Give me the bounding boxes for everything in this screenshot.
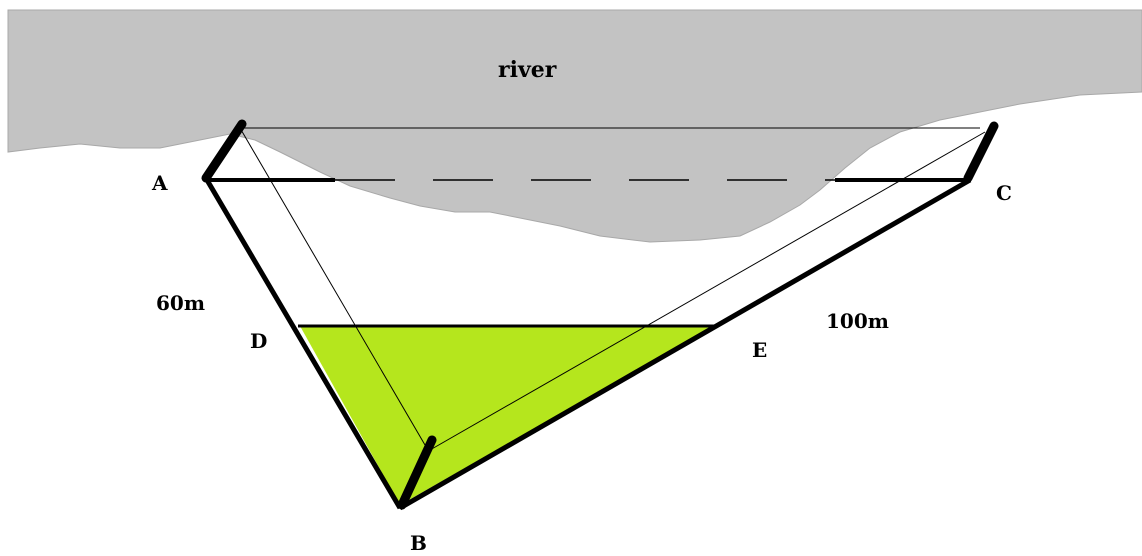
- line-right-diagonal: [429, 131, 986, 451]
- side-ab: [204, 178, 403, 510]
- side-bc: [398, 177, 972, 511]
- ab-length-label: 60m: [156, 291, 205, 315]
- point-e-label: E: [752, 338, 767, 362]
- bc-length-label: 100m: [826, 309, 889, 333]
- shaded-triangle-dbe: [300, 326, 714, 505]
- point-a-label: A: [151, 171, 168, 195]
- stake-c: [963, 121, 999, 183]
- point-b-label: B: [410, 531, 427, 555]
- point-d-label: D: [250, 329, 267, 353]
- river-shape: [7, 9, 1142, 243]
- point-c-label: C: [996, 181, 1012, 205]
- river-label: river: [498, 57, 557, 83]
- stake-b: [397, 435, 437, 510]
- stake-a: [201, 119, 247, 183]
